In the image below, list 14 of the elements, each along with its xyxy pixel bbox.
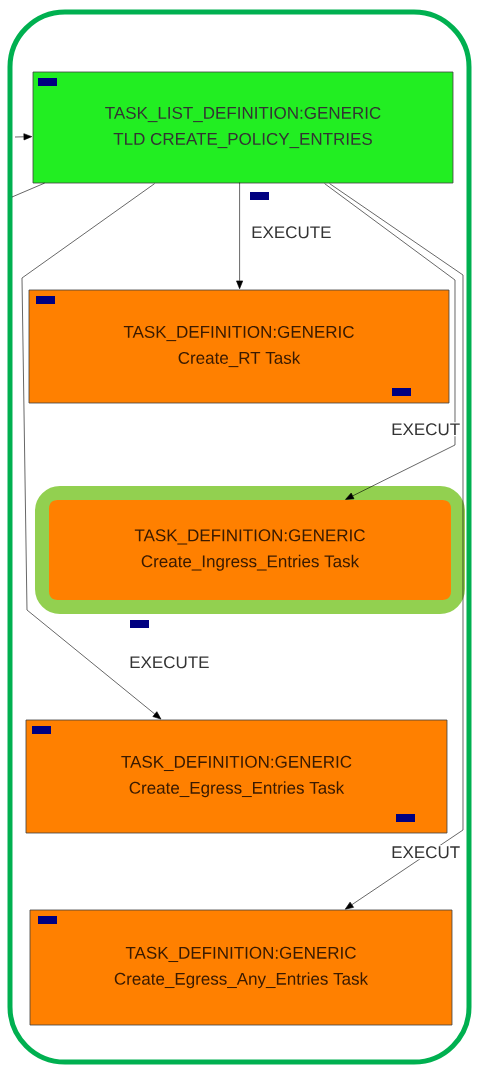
arrow: [236, 182, 244, 290]
edge-label: EXECUT: [392, 423, 460, 436]
arrow: [324, 183, 456, 500]
edge-label: EXECUTE: [252, 226, 331, 239]
task-box: TASK_DEFINITION:GENERIC Create_Egress_Entries Task: [25, 719, 448, 834]
task-box: TASK_DEFINITION:GENERIC Create_RT Task: [28, 289, 450, 404]
arrow: [21, 183, 162, 720]
arrow: [329, 183, 464, 910]
edge-label: EXECUTE: [130, 656, 209, 669]
edge-label: EXECUT: [392, 846, 460, 859]
task-box: TASK_DEFINITION:GENERIC Create_Egress_Any_Entries Task: [29, 909, 453, 1026]
task-box: TASK_LIST_DEFINITION:GENERIC TLD CREATE_POLICY_ENTRIES: [32, 71, 454, 184]
task-box: TASK_DEFINITION:GENERIC Create_Ingress_Entries Task: [49, 500, 451, 600]
arrow: [14, 133, 33, 141]
